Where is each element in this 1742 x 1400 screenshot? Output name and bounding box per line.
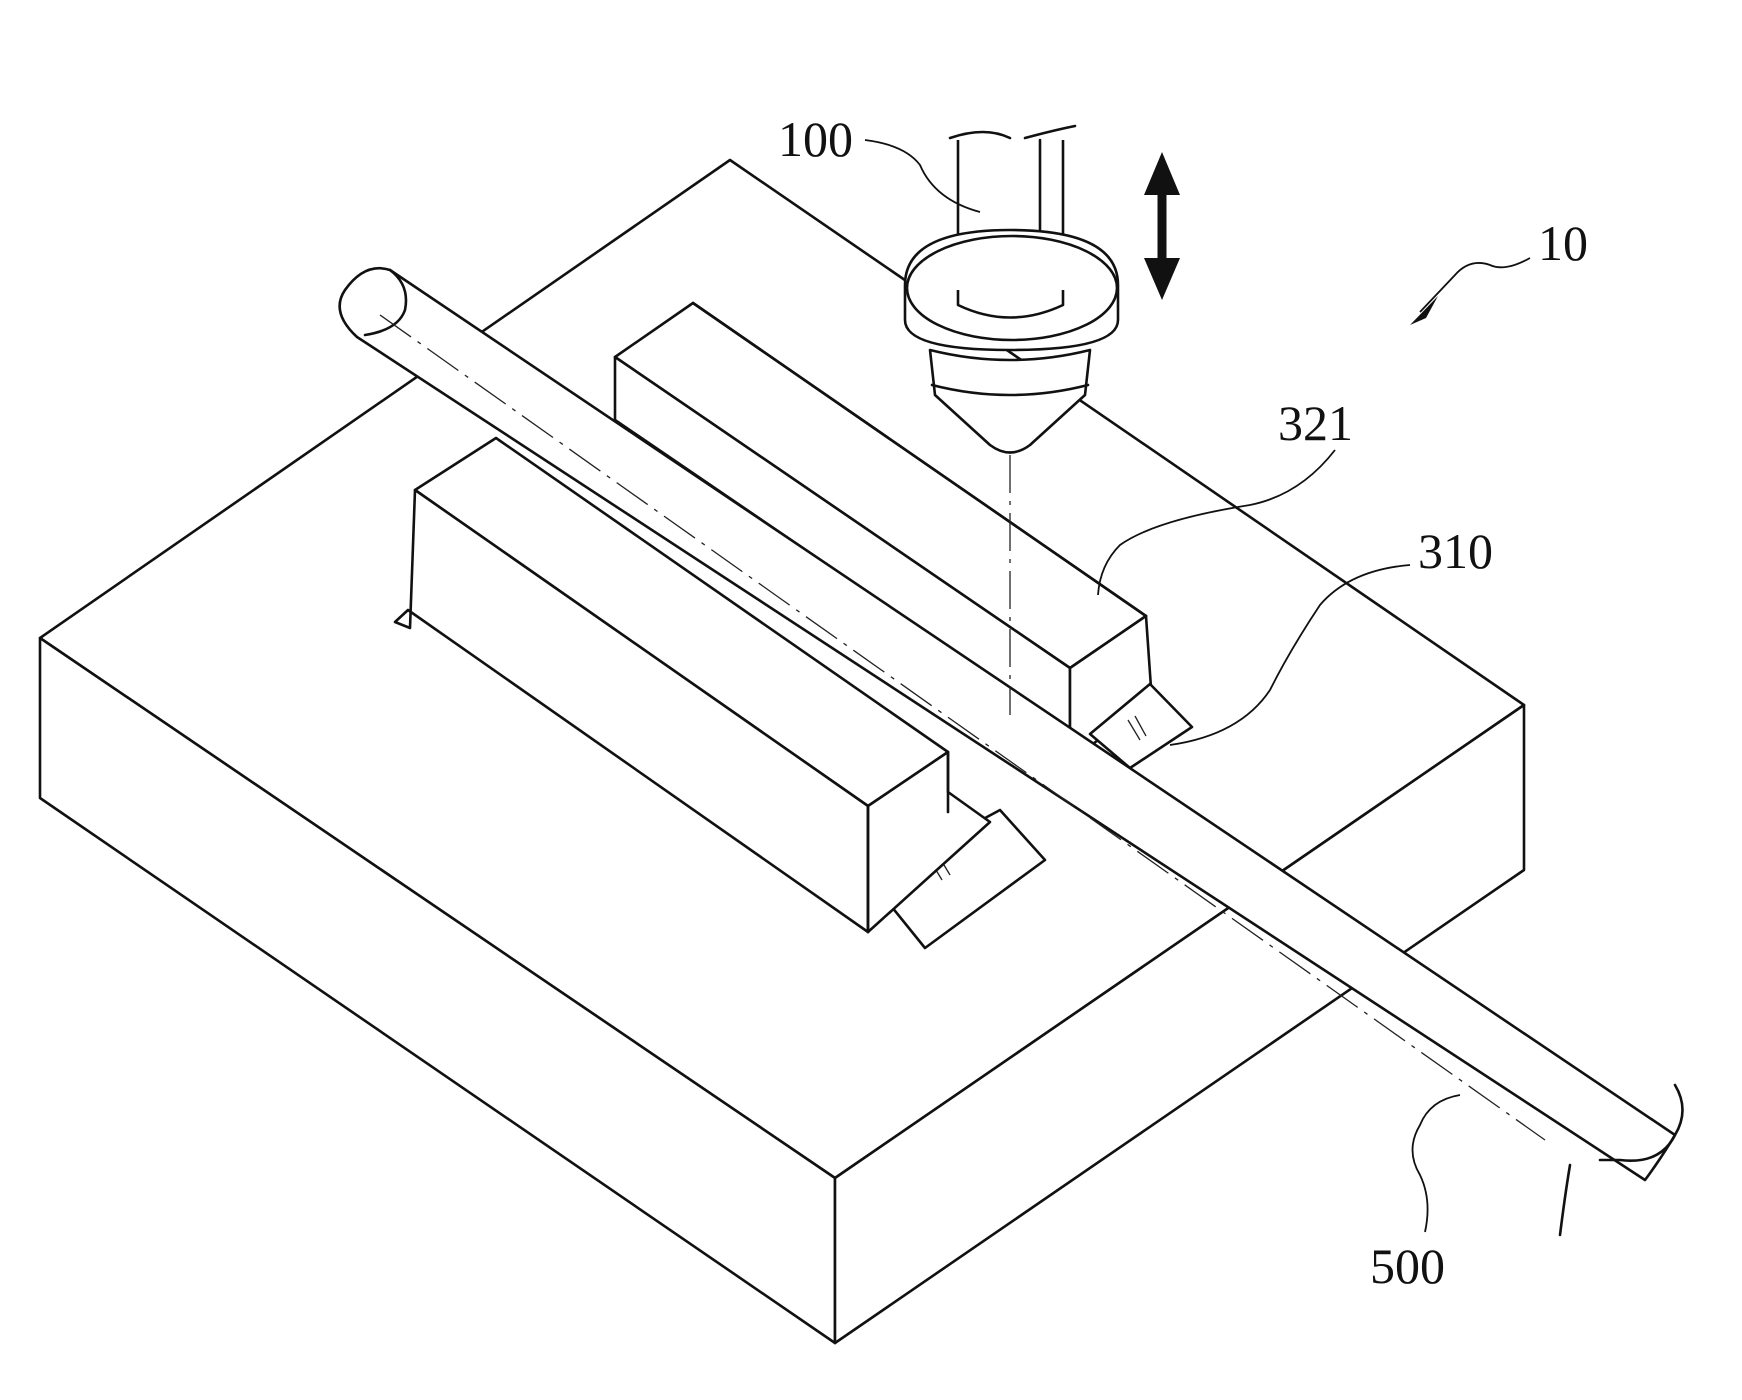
rod-body [338,266,1677,1182]
rod-centerline [379,314,1546,1141]
rear-clamp-block [613,301,1154,762]
leader-500 [1411,1094,1461,1233]
rod [338,266,1684,1237]
reference-label-100: 100 [778,111,853,167]
leader-100 [864,139,981,213]
reference-label-321: 321 [1278,395,1353,451]
head-nozzle [928,348,1092,454]
leader-310 [1169,564,1411,746]
reference-label-10: 10 [1538,215,1588,271]
double-headed-vertical-arrow-icon [1144,152,1180,300]
laser-head [903,124,1120,715]
arrow-icon [1410,257,1531,325]
rod-break-line [1558,1083,1684,1237]
reference-label-500: 500 [1370,1238,1445,1294]
leader-321 [1097,449,1336,596]
front-clamp-block [393,436,992,934]
base-right-face [833,703,1526,1345]
reference-label-310: 310 [1418,523,1493,579]
cutter-wedges [868,682,1194,950]
